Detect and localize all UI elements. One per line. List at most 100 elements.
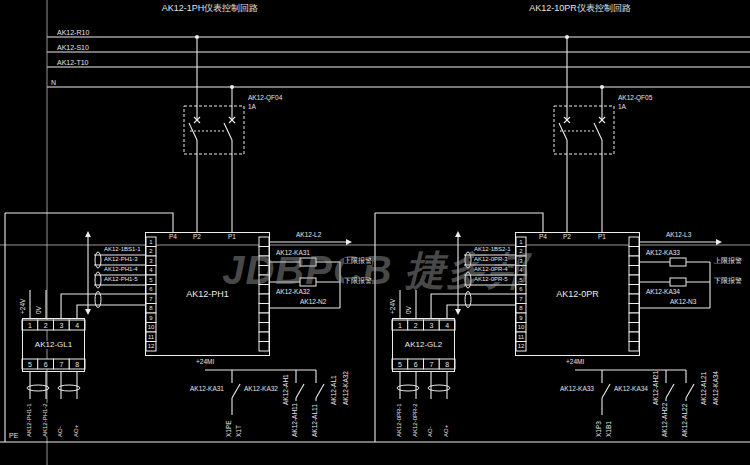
wire <box>564 117 570 123</box>
breaker-label: 1A <box>618 104 626 111</box>
wire <box>666 384 674 398</box>
pin-number: 3 <box>59 322 63 329</box>
wire <box>602 384 610 398</box>
pin-number: 11 <box>518 334 524 340</box>
terminal-cell <box>629 247 639 257</box>
signal-label: 下限报警 <box>344 278 372 285</box>
wire <box>599 117 605 123</box>
wire <box>686 384 694 398</box>
terminal-cell <box>439 320 455 330</box>
pin-number: 9 <box>149 315 152 321</box>
wire <box>296 384 304 398</box>
terminal-name: P1 <box>228 234 236 241</box>
wire <box>374 213 375 442</box>
contact-label: AK12-AL11 <box>312 404 319 437</box>
terminal-name: P4 <box>169 234 177 241</box>
pin-number: 8 <box>519 305 522 311</box>
terminal-cell <box>516 275 526 285</box>
wire <box>295 398 296 401</box>
relay-coil <box>670 258 686 266</box>
terminal-cell <box>38 359 54 369</box>
pin-number: 7 <box>59 361 63 368</box>
terminal-cell <box>424 320 440 330</box>
wire <box>685 370 686 383</box>
wire <box>315 398 316 401</box>
wire <box>190 130 226 131</box>
contact-label: AK12-KA32 <box>343 371 350 405</box>
terminal-cell <box>259 304 269 314</box>
pin-number: 7 <box>149 296 152 302</box>
wire <box>4 213 5 442</box>
pin-number: 2 <box>44 322 48 329</box>
terminal-cell <box>54 320 70 330</box>
wire <box>47 66 750 67</box>
wire <box>224 123 232 140</box>
wire <box>47 36 750 37</box>
wire <box>709 262 710 308</box>
wire <box>77 305 145 318</box>
wire <box>560 130 596 131</box>
terminal-cell <box>146 342 156 352</box>
terminal-cell <box>629 275 639 285</box>
signal-label: AK12-L3 <box>666 232 691 239</box>
wire <box>601 398 602 415</box>
junction-dot <box>600 85 604 89</box>
terminal-cell <box>424 359 440 369</box>
signal-label: 上限报警 <box>714 258 742 265</box>
pin-number: 7 <box>519 296 522 302</box>
cable-label: AO+ <box>73 425 79 437</box>
terminal-cell <box>146 256 156 266</box>
terminal-cell <box>392 359 408 369</box>
twisted-pair-mark <box>95 272 101 288</box>
twisted-pair-mark <box>95 252 101 268</box>
contact-label: AK12-KA34 <box>713 371 720 405</box>
terminal-cell <box>629 313 639 323</box>
twisted-pair-mark <box>465 272 471 288</box>
terminal-cell <box>259 266 269 276</box>
contact-label: AK12-AL22 <box>682 404 689 437</box>
wire <box>375 213 543 232</box>
bus-name: AK12-S10 <box>57 44 89 51</box>
breaker-housing <box>184 106 244 154</box>
terminal-cell <box>146 275 156 285</box>
supply-label: +24V <box>20 299 27 314</box>
terminal-cell <box>516 266 526 276</box>
terminal-cell <box>259 275 269 285</box>
wire <box>194 117 200 123</box>
wire <box>196 37 197 120</box>
terminal-cell <box>516 285 526 295</box>
wire <box>194 117 200 123</box>
cable-label: AO- <box>57 426 63 437</box>
contact-label: X1T <box>236 425 243 437</box>
terminal-cell <box>146 247 156 257</box>
signal-wire <box>61 294 145 318</box>
pin-number: 1 <box>398 322 402 329</box>
pin-number: 4 <box>519 267 522 273</box>
pin-number: 4 <box>149 267 152 273</box>
pin-number: 7 <box>429 361 433 368</box>
breaker-label: AK12-QF04 <box>248 95 282 102</box>
terminal-cell <box>146 237 156 247</box>
device-name: AK12-GL2 <box>405 341 442 349</box>
wire <box>87 236 88 310</box>
wire <box>47 0 48 465</box>
signal-label: AK12-KA34 <box>646 289 680 296</box>
instrument-box: AK12-PH1 <box>145 232 270 356</box>
signal-label: 上限报警 <box>344 258 372 265</box>
wire <box>665 370 666 383</box>
cable-label: AK12-1BS1-1 <box>104 246 141 252</box>
terminal-cell <box>259 323 269 333</box>
terminal-cell <box>629 323 639 333</box>
relay-coil <box>300 278 316 286</box>
terminal-cell <box>516 342 526 352</box>
wire <box>339 262 340 308</box>
pin-number: 10 <box>148 324 155 330</box>
pin-number: 1 <box>519 239 522 245</box>
pin-number: 9 <box>519 315 522 321</box>
terminal-cell <box>629 332 639 342</box>
cable-label: AK12-0PR-1 <box>396 403 402 437</box>
pin-number: 3 <box>519 258 522 264</box>
contact-label: AK12-KA33 <box>560 386 594 393</box>
terminal-cell <box>22 320 38 330</box>
pin-number: 12 <box>518 343 525 349</box>
